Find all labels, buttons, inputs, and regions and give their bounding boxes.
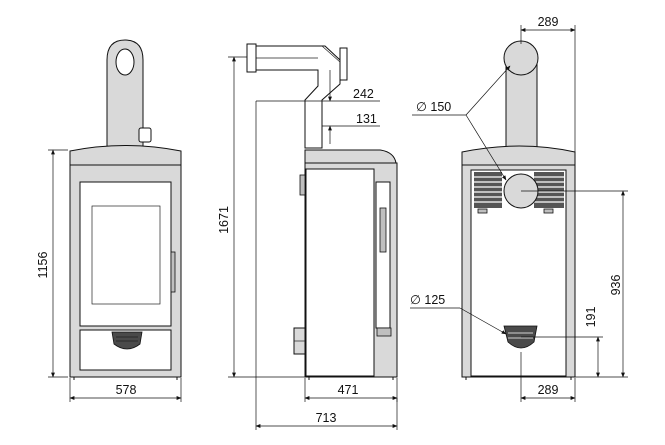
- rear-view: [461, 40, 576, 380]
- front-door-handle: [170, 251, 176, 293]
- side-door-edge: [375, 181, 391, 329]
- rear-top-lid: [461, 145, 576, 166]
- air-inlet-diameter-label: ∅ 125: [410, 293, 445, 307]
- rear-air-inlet: [503, 325, 538, 349]
- rear-flue-pipe: [503, 40, 539, 153]
- front-width-label: 578: [116, 383, 137, 397]
- flue-offset-dimension: 242 131: [256, 70, 380, 144]
- air-inlet-offset-dimension: 289: [520, 352, 576, 402]
- flue-rear-offset-dimension: 289: [520, 15, 576, 152]
- front-height-dimension: 1156: [36, 149, 68, 378]
- total-height-label: 1671: [217, 206, 231, 234]
- front-flue-pipe: [106, 39, 152, 149]
- side-depth-dimension: 471: [304, 378, 398, 402]
- flue-diameter-label: ∅ 150: [416, 100, 451, 114]
- total-depth-dimension: 713: [255, 101, 398, 430]
- flue-height-dimension: 936: [521, 190, 628, 378]
- total-height-dimension: 1671: [217, 56, 305, 378]
- air-inlet-height-label: 191: [584, 307, 598, 328]
- front-air-outlet: [111, 331, 143, 350]
- front-view: [69, 39, 182, 380]
- side-view: [246, 43, 398, 380]
- front-door: [79, 181, 172, 327]
- side-depth-label: 471: [338, 383, 359, 397]
- rear-vent-grille: [474, 172, 564, 214]
- flue-offset-top-label: 242: [353, 87, 374, 101]
- flue-rear-offset-label: 289: [538, 15, 559, 29]
- front-width-dimension: 578: [69, 378, 182, 402]
- flue-diameter-callout: ∅ 150: [412, 65, 511, 181]
- flue-height-label: 936: [609, 275, 623, 296]
- side-flue-elbow: [246, 43, 348, 149]
- total-depth-label: 713: [316, 411, 337, 425]
- front-glass: [91, 205, 161, 305]
- air-inlet-diameter-callout: ∅ 125: [410, 293, 507, 335]
- flue-offset-bottom-label: 131: [356, 112, 377, 126]
- front-top-lid: [69, 145, 182, 166]
- air-inlet-height-dimension: 191: [521, 307, 603, 378]
- side-panel: [305, 168, 375, 377]
- front-height-label: 1156: [36, 252, 50, 279]
- side-top-lid: [304, 149, 397, 164]
- air-inlet-offset-label: 289: [538, 383, 559, 397]
